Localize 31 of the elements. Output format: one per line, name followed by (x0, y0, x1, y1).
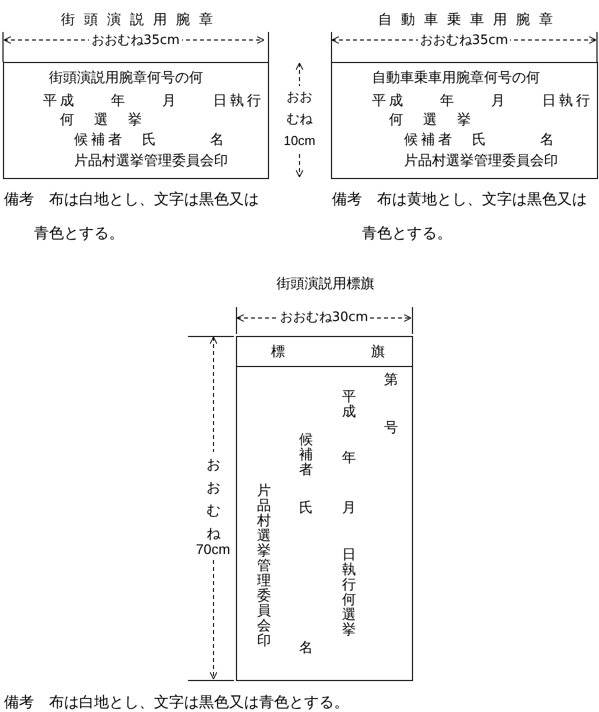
vertical-text: 年 (342, 451, 356, 466)
note-text: 備考 布は白地とし、文字は黒色又は青色とする。 (4, 692, 350, 712)
vertical-text: 日執行何選挙 (342, 548, 356, 638)
title: 自動車乗車用腕章 (377, 11, 563, 29)
title: 街頭演説用標旗 (276, 275, 376, 293)
dimension-label: おおむね35cm (89, 33, 182, 48)
body-text: 片品村選挙管理委員会印 (404, 152, 558, 170)
vertical-text: 名 (299, 641, 313, 656)
vertical-text: 氏 (299, 501, 313, 516)
header-text: 標 (271, 343, 285, 361)
dimension-label: おおむね35cm (418, 33, 510, 48)
vertical-text: 平成 (342, 390, 356, 420)
vertical-text: 候補者 (299, 433, 313, 478)
vertical-text: 片品村選挙管理委員会印 (257, 484, 271, 649)
vertical-text: 号 (384, 421, 398, 436)
body-text: 街頭演説用腕章何号の何 (49, 69, 203, 87)
body-text: 何 選 挙 (389, 111, 474, 129)
vertical-text: 月 (342, 501, 356, 516)
vertical-text: 第 (384, 373, 398, 388)
body-text: 候補者 氏 名 (404, 131, 557, 149)
body-text: 何 選 挙 (60, 111, 145, 129)
body-text: 平成 年 月 日執行 (372, 92, 593, 110)
body-text: 候補者 氏 名 (74, 131, 227, 149)
body-text: 片品村選挙管理委員会印 (74, 152, 228, 170)
note-text: 備考 布は黄地とし、文字は黒色又は青色とする。 (332, 189, 588, 244)
body-text: 平成 年 月 日執行 (43, 92, 264, 110)
body-text: 自動車乗車用腕章何号の何 (372, 69, 540, 87)
header-text: 旗 (371, 343, 385, 361)
note-text: 備考 布は白地とし、文字は黒色又は青色とする。 (4, 189, 260, 244)
title: 街頭演説用腕章 (60, 11, 223, 29)
dimension-label: おおむね30cm (278, 310, 370, 325)
